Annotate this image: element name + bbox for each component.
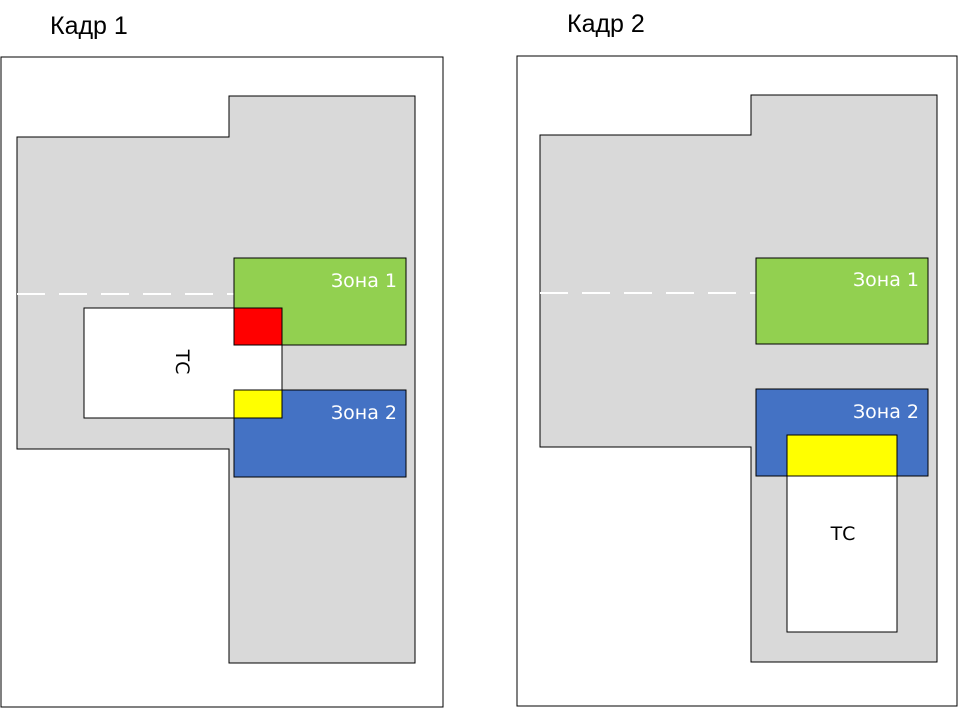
frame-2-overlap-zone-2 [786, 434, 898, 477]
frame-1-zone-1-label: Зона 1 [331, 270, 397, 292]
frame-2-zone-1-label: Зона 1 [853, 269, 919, 291]
frame-2: Кадр 2 Зона 1 Зона 2 ТС [516, 10, 958, 707]
frame-2-zone-1 [755, 257, 929, 345]
frame-2-zone-2-label: Зона 2 [853, 401, 919, 423]
frame-1-title: Кадр 1 [50, 12, 128, 40]
frame-1-overlap-zone-2 [233, 389, 283, 419]
frame-2-vehicle-label: ТС [830, 523, 856, 545]
frame-1: Кадр 1 Зона 1 Зона 2 ТС [0, 12, 444, 708]
frame-2-title: Кадр 2 [567, 10, 645, 38]
frame-1-vehicle-label: ТС [171, 349, 193, 375]
frame-1-overlap-zone-1 [233, 307, 283, 346]
frame-1-zone-2-label: Зона 2 [331, 402, 397, 424]
